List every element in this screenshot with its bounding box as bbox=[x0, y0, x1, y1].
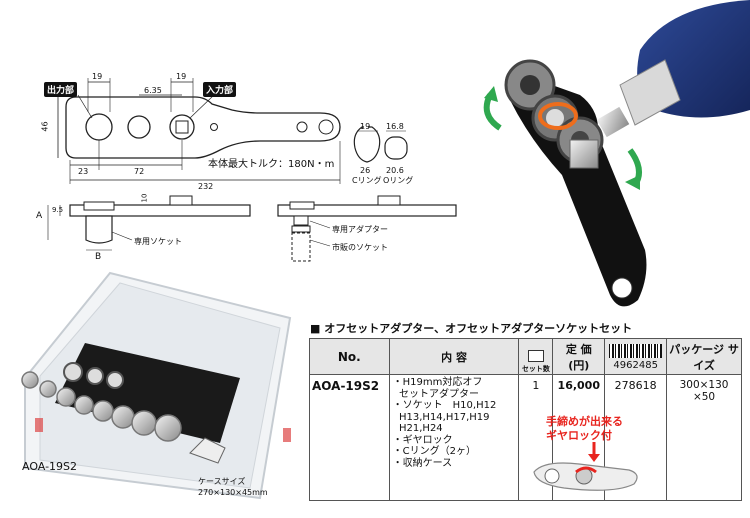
o-ring-top-dim: 16.8 bbox=[386, 122, 404, 131]
dim-top-19a: 19 bbox=[92, 72, 103, 81]
header-row: No. 内 容 セット数 定 価 (円) 4962485 パッケージ サイズ bbox=[309, 338, 742, 375]
c-ring-top-dim: 19 bbox=[360, 122, 371, 131]
case-size-value: 270×130×45mm bbox=[198, 488, 268, 497]
header-contents: 内 容 bbox=[388, 338, 520, 375]
side-dim-b: B bbox=[95, 252, 102, 262]
contents-line: ・収納ケース bbox=[392, 457, 453, 469]
header-jan: 4962485 bbox=[604, 338, 668, 375]
technical-drawing: 出力部 入力部 19 6.35 19 46 23 72 232 本体最大トルク：… bbox=[0, 0, 470, 270]
case-photo-svg bbox=[21, 271, 292, 500]
promo-line-1: 手締めが出来る bbox=[546, 415, 623, 428]
contents-line: H13,H14,H17,H19 bbox=[392, 411, 490, 423]
drawing-svg bbox=[47, 78, 457, 262]
gear-lock-illustration bbox=[533, 442, 638, 491]
case-photo: AOA-19S2 ケースサイズ 270×130×45mm bbox=[0, 268, 305, 514]
case-model-label: AOA-19S2 bbox=[22, 460, 78, 473]
header-no: No. bbox=[309, 338, 390, 375]
market-socket-label: 市販のソケット bbox=[332, 243, 388, 252]
contents-line: H21,H24 bbox=[392, 423, 443, 434]
dim-bottom-23: 23 bbox=[78, 167, 89, 176]
contents-line: ・H19mm対応オフ bbox=[392, 377, 483, 388]
cell-no: AOA-19S2 bbox=[309, 374, 390, 501]
o-ring-bottom-dim: 20.6 bbox=[386, 166, 404, 175]
spec-table: No. 内 容 セット数 定 価 (円) 4962485 パッケージ サイズ A… bbox=[309, 338, 742, 501]
adapter-label: 専用アダプター bbox=[332, 225, 388, 234]
torque-text: 本体最大トルク：180N・m bbox=[208, 159, 335, 170]
cell-contents: ・H19mm対応オフ セットアダプター・ソケット H10,H12 H13,H14… bbox=[388, 374, 520, 501]
dim-total-232: 232 bbox=[198, 182, 214, 191]
table-title: ■ オフセットアダプター、オフセットアダプターソケットセット bbox=[310, 322, 633, 335]
side-dim-10: 10 bbox=[140, 193, 149, 203]
header-price-unit: (円) bbox=[568, 358, 590, 372]
product-photo-svg bbox=[483, 0, 750, 307]
cell-package: 300×130 ×50 bbox=[666, 374, 742, 501]
header-set-count-label: セット数 bbox=[521, 365, 550, 373]
contents-line: ・ソケット H10,H12 bbox=[392, 400, 497, 411]
promo-area: 手締めが出来る ギヤロック付 bbox=[524, 410, 654, 496]
header-price: 定 価 (円) bbox=[552, 338, 606, 375]
side-dim-a: A bbox=[36, 211, 43, 221]
c-ring-bottom-dim: 26 bbox=[360, 166, 371, 175]
header-set-count: セット数 bbox=[518, 338, 554, 375]
contents-line: セットアダプター bbox=[392, 388, 479, 400]
barcode-icon bbox=[609, 344, 663, 358]
output-label: 出力部 bbox=[44, 82, 78, 97]
dim-height-46: 46 bbox=[40, 121, 50, 132]
product-photo: ANEX bbox=[470, 0, 750, 318]
o-ring-label: Oリング bbox=[383, 176, 414, 185]
promo-line-2: ギヤロック付 bbox=[546, 429, 612, 442]
socket-label: 専用ソケット bbox=[134, 237, 182, 246]
side-dim-95: 9.5 bbox=[52, 206, 64, 214]
input-label: 入力部 bbox=[203, 82, 237, 97]
contents-line: ・ギヤロック bbox=[392, 434, 453, 446]
table-row: AOA-19S2 ・H19mm対応オフ セットアダプター・ソケット H10,H1… bbox=[309, 374, 742, 501]
case-size-label: ケースサイズ bbox=[198, 477, 246, 486]
contents-line: ・Cリング（2ヶ） bbox=[392, 446, 476, 457]
dim-top-635: 6.35 bbox=[144, 86, 162, 95]
header-package: パッケージ サイズ bbox=[666, 338, 742, 375]
header-jan-code: 4962485 bbox=[613, 360, 658, 371]
c-ring-label: Cリング bbox=[352, 176, 382, 185]
header-price-label: 定 価 bbox=[565, 342, 592, 356]
box-icon bbox=[527, 350, 544, 362]
dim-top-19b: 19 bbox=[176, 72, 187, 81]
dim-bottom-72: 72 bbox=[134, 167, 145, 176]
